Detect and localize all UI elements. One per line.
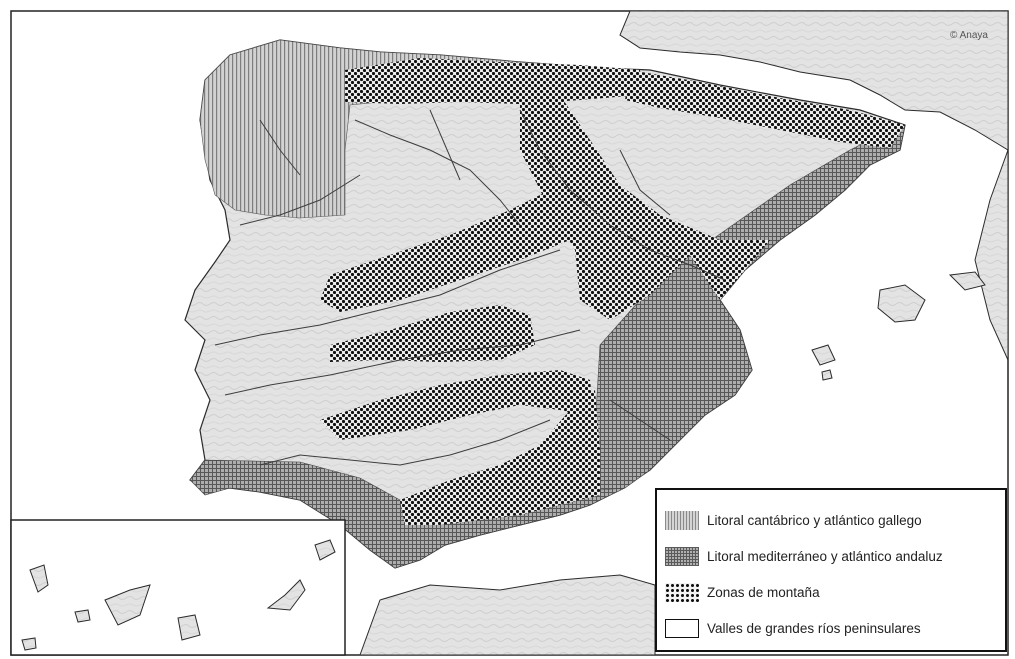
- legend-label-cantabrico: Litoral cantábrico y atlántico gallego: [707, 512, 922, 528]
- europe-east-landmass: [974, 149, 1009, 361]
- legend: Litoral cantábrico y atlántico gallego L…: [655, 488, 1007, 652]
- zone-montana-central: [320, 185, 590, 312]
- legend-swatch-cantabrico: [665, 510, 699, 530]
- legend-label-montana: Zonas de montaña: [707, 584, 820, 600]
- zone-montana-pirineos: [625, 70, 905, 148]
- rivers: [214, 109, 726, 466]
- canary-inset-frame: [10, 519, 346, 656]
- france-landmass: [619, 10, 1009, 151]
- legend-item-mediterraneo: Litoral mediterráneo y atlántico andaluz: [665, 538, 1005, 574]
- zone-montana-cantabrica: [345, 58, 640, 104]
- legend-label-valles: Valles de grandes ríos peninsulares: [707, 620, 921, 636]
- canary-islands: [21, 539, 336, 651]
- legend-label-mediterraneo: Litoral mediterráneo y atlántico andaluz: [707, 548, 943, 564]
- zone-montana-iberico: [520, 95, 770, 320]
- legend-swatch-valles: [665, 618, 699, 638]
- zone-mediterraneo-east: [594, 124, 906, 496]
- legend-item-cantabrico: Litoral cantábrico y atlántico gallego: [665, 502, 1005, 538]
- balearic-islands: [811, 271, 986, 381]
- zone-montana-morena: [320, 370, 595, 440]
- copyright-label: © Anaya: [950, 30, 988, 41]
- zone-montana-betica: [400, 390, 600, 525]
- legend-swatch-montana: [665, 582, 699, 602]
- legend-item-montana: Zonas de montaña: [665, 574, 1005, 610]
- legend-swatch-mediterraneo: [665, 546, 699, 566]
- legend-item-valles: Valles de grandes ríos peninsulares: [665, 610, 1005, 646]
